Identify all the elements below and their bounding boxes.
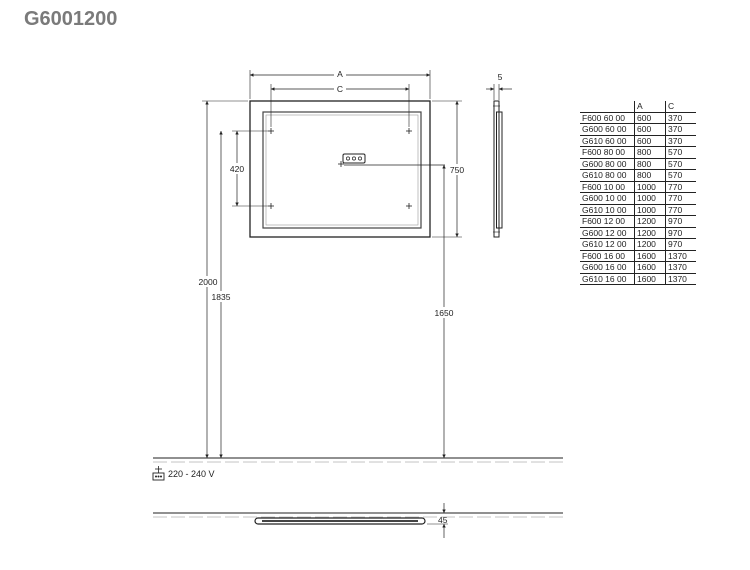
table-cell-C: 1370 xyxy=(665,250,696,262)
table-cell-C: 570 xyxy=(665,158,696,170)
mirror-inner-frame-2 xyxy=(265,114,419,226)
table-header-A: A xyxy=(634,101,666,113)
table-cell-model: F600 12 00 xyxy=(580,215,635,228)
table-cell-model: G600 16 00 xyxy=(580,261,635,274)
floor-line xyxy=(153,457,563,463)
table-cell-model: G600 80 00 xyxy=(580,158,635,170)
table-cell-A: 1600 xyxy=(634,273,666,285)
table-cell-A: 800 xyxy=(634,158,666,170)
table-cell-model: G610 10 00 xyxy=(580,204,635,216)
dimension-750-label: 750 xyxy=(450,165,464,175)
table-cell-model: G600 12 00 xyxy=(580,227,635,239)
table-cell-A: 1000 xyxy=(634,192,666,205)
table-cell-A: 1600 xyxy=(634,261,666,274)
dimension-1835-label: 1835 xyxy=(212,292,231,302)
table-cell-C: 1370 xyxy=(665,261,696,274)
mirror-front-view xyxy=(249,100,445,238)
table-cell-A: 1000 xyxy=(634,181,666,193)
table-cell-A: 1200 xyxy=(634,238,666,251)
table-cell-A: 800 xyxy=(634,146,666,159)
product-code-title: G6001200 xyxy=(24,8,118,30)
dimension-2000: 2000 xyxy=(197,100,248,458)
table-header-row: A C xyxy=(580,101,696,113)
table-cell-model: G600 10 00 xyxy=(580,192,635,205)
dimension-750: 750 xyxy=(432,100,466,238)
table-cell-C: 970 xyxy=(665,227,696,239)
dimension-5-label: 5 xyxy=(498,72,503,82)
power-connector-box xyxy=(342,153,366,164)
dimension-5: 5 xyxy=(486,72,512,100)
table-cell-model: F600 80 00 xyxy=(580,146,635,159)
table-cell-C: 1370 xyxy=(665,273,696,285)
dimension-1835: 1835 xyxy=(210,131,232,458)
table-cell-A: 1200 xyxy=(634,227,666,239)
table-cell-model: G610 60 00 xyxy=(580,135,635,147)
table-cell-C: 570 xyxy=(665,146,696,159)
table-cell-model: F600 16 00 xyxy=(580,250,635,262)
dimension-1650: 1650 xyxy=(433,165,455,458)
dimension-45-label: 45 xyxy=(438,515,448,525)
table-cell-C: 570 xyxy=(665,169,696,182)
table-cell-C: 970 xyxy=(665,238,696,251)
table-cell-model: G600 60 00 xyxy=(580,123,635,136)
dimension-A-label: A xyxy=(337,69,343,79)
dimension-C-label: C xyxy=(337,84,343,94)
dimension-1650-label: 1650 xyxy=(435,308,454,318)
dimension-2000-label: 2000 xyxy=(199,277,218,287)
table-cell-model: F600 60 00 xyxy=(580,112,635,124)
table-cell-A: 1000 xyxy=(634,204,666,216)
mounting-point-marker xyxy=(268,128,412,209)
table-cell-A: 1200 xyxy=(634,215,666,228)
table-cell-C: 770 xyxy=(665,204,696,216)
table-cell-model: F600 10 00 xyxy=(580,181,635,193)
dimension-420: 420 xyxy=(227,130,268,207)
voltage-label: 220 - 240 V xyxy=(168,469,215,479)
table-cell-C: 770 xyxy=(665,181,696,193)
mirror-top-view xyxy=(153,512,563,525)
table-cell-A: 1600 xyxy=(634,250,666,262)
table-cell-A: 600 xyxy=(634,135,666,147)
table-cell-C: 370 xyxy=(665,112,696,124)
mirror-outer-frame xyxy=(249,100,431,238)
power-supply-icon xyxy=(152,466,165,481)
table-cell-A: 800 xyxy=(634,169,666,182)
dimension-A: A xyxy=(249,68,431,99)
table-cell-A: 600 xyxy=(634,112,666,124)
table-cell-C: 370 xyxy=(665,135,696,147)
dimension-45: 45 xyxy=(427,503,448,538)
table-cell-C: 370 xyxy=(665,123,696,136)
table-cell-A: 600 xyxy=(634,123,666,136)
table-cell-model: G610 12 00 xyxy=(580,238,635,251)
table-cell-C: 770 xyxy=(665,192,696,205)
table-cell-model: G610 16 00 xyxy=(580,273,635,285)
table-header-model xyxy=(580,101,635,113)
dimension-C: C xyxy=(270,83,410,127)
table-cell-model: G610 80 00 xyxy=(580,169,635,182)
table-cell-C: 970 xyxy=(665,215,696,228)
mirror-inner-frame xyxy=(262,111,422,229)
mirror-side-view xyxy=(493,100,503,238)
dimension-420-label: 420 xyxy=(230,164,244,174)
table-header-C: C xyxy=(665,101,696,113)
